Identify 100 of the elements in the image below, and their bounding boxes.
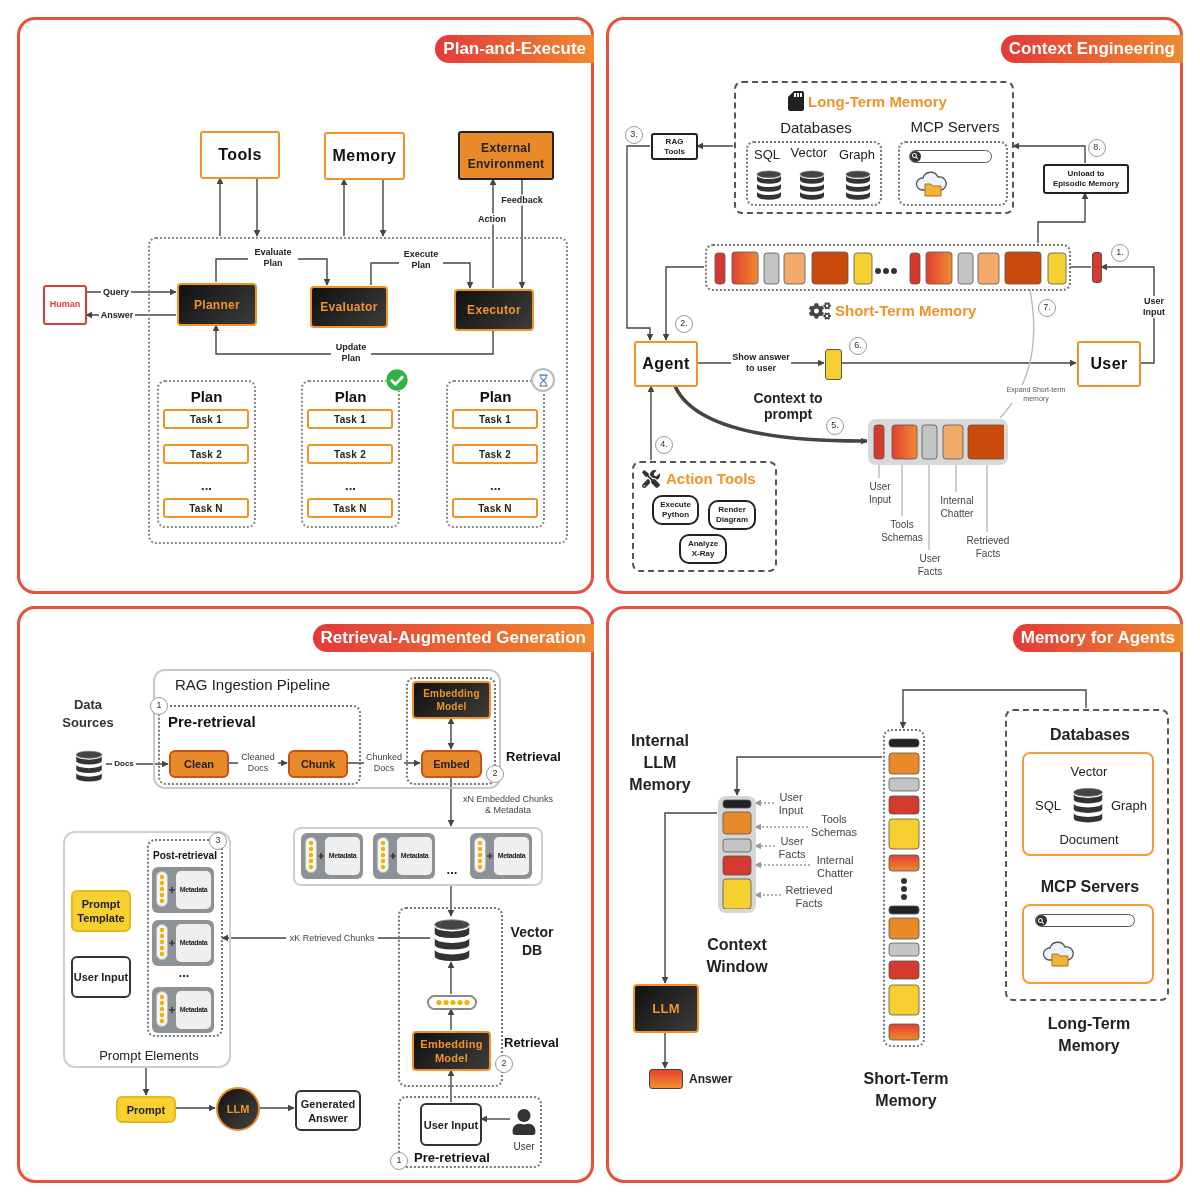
arrow xyxy=(447,1069,455,1103)
callout-number: 1. xyxy=(1111,244,1129,262)
panel-frame xyxy=(17,17,594,594)
prompt-box: Prompt xyxy=(116,1096,176,1123)
dotted-frame xyxy=(147,839,223,1037)
person-icon xyxy=(511,1109,537,1135)
heading: Short-Term Memory xyxy=(862,1069,950,1111)
task-box: Task 2 xyxy=(452,444,538,464)
callout-number: 8. xyxy=(1088,139,1106,157)
arrow xyxy=(733,756,883,796)
annotation-text: Internal Chatter xyxy=(935,493,979,521)
task-box: Task N xyxy=(163,498,249,518)
plan-frame xyxy=(157,380,256,528)
actor-box: Human xyxy=(43,285,87,325)
heading: Action Tools xyxy=(666,469,757,489)
chunk-card xyxy=(152,867,214,913)
arrow xyxy=(626,145,654,341)
heading: Pre-retrieval xyxy=(414,1149,491,1167)
leader-line xyxy=(878,463,880,479)
ellipsis: ... xyxy=(445,864,459,876)
process-box: RAG Tools xyxy=(651,133,698,160)
arrow xyxy=(647,385,655,461)
task-box: Task 2 xyxy=(307,444,393,464)
input-box: User Input xyxy=(71,956,131,998)
annotation-text: User Facts xyxy=(776,834,808,862)
annotation-text: Retrieved Facts xyxy=(961,533,1015,561)
agent-box: LLM xyxy=(633,984,699,1033)
step-box: Chunk xyxy=(288,750,348,778)
step-box: Clean xyxy=(169,750,229,778)
process-box: Memory xyxy=(324,132,405,180)
annotation-text: User Input xyxy=(775,789,807,819)
annotation-text: Internal Chatter xyxy=(811,852,859,882)
callout-number: 1 xyxy=(150,697,168,715)
panel-title: Context Engineering xyxy=(1000,35,1183,63)
callout-number: 4. xyxy=(655,436,673,454)
memory-block xyxy=(1092,252,1102,283)
ellipsis: ... xyxy=(344,480,357,492)
arrow xyxy=(379,178,387,237)
heading: Plan xyxy=(189,387,224,407)
arrow xyxy=(216,177,224,237)
leader-line xyxy=(955,463,957,493)
database-icon xyxy=(431,917,473,963)
heading: Prompt Elements xyxy=(98,1047,200,1065)
leader-line xyxy=(754,799,775,807)
chunk-band xyxy=(293,827,543,886)
heading: Databases xyxy=(779,118,853,138)
panel-frame xyxy=(17,606,594,1183)
ellipsis: ... xyxy=(200,480,213,492)
task-box: Task N xyxy=(452,498,538,518)
process-box: Agent xyxy=(634,341,698,387)
heading: MCP Servers xyxy=(909,117,1001,137)
agent-box: Evaluator xyxy=(310,286,388,328)
task-box: Task 1 xyxy=(452,409,538,429)
edge-label: Query xyxy=(101,286,131,298)
leader-line xyxy=(754,861,811,869)
dotted-frame xyxy=(398,1096,542,1168)
leader-line xyxy=(754,823,809,831)
heading: Short-Term Memory xyxy=(835,301,978,321)
callout-number: 2 xyxy=(495,1055,513,1073)
environment-box: External Environment xyxy=(458,131,554,180)
process-box: User xyxy=(1077,341,1141,387)
arrow xyxy=(253,177,261,237)
process-box: Unload to Episodic Memory xyxy=(1043,164,1129,194)
callout-number: 3. xyxy=(625,126,643,144)
callout-number: 2. xyxy=(675,315,693,333)
db-type-label: Vector xyxy=(789,144,829,162)
arrow xyxy=(518,178,526,289)
arrow xyxy=(480,1115,511,1123)
annotation-text: Tools Schemas xyxy=(809,811,859,841)
agent-box: Embedding Model xyxy=(412,1031,491,1071)
panel-title: Retrieval-Augmented Generation xyxy=(312,624,594,652)
edge-label: Update Plan xyxy=(331,342,371,364)
input-box: Generated Answer xyxy=(295,1090,361,1131)
panel-frame xyxy=(606,606,1183,1183)
leader-line xyxy=(901,463,903,517)
arrow xyxy=(840,359,1077,367)
panel-title: Plan-and-Execute xyxy=(435,35,594,63)
tool-box: Execute Python xyxy=(652,495,699,525)
arrow xyxy=(212,324,494,355)
heading: Long-Term Memory xyxy=(808,92,948,112)
arrow xyxy=(447,717,455,750)
db-type-label: Document xyxy=(1058,831,1120,849)
db-type-label: Graph xyxy=(837,146,877,164)
heading: MCP Servers xyxy=(1039,877,1141,897)
arrow xyxy=(661,812,718,984)
heading: Context Window xyxy=(705,935,769,977)
edge-label: Feedback xyxy=(498,194,546,206)
callout-number: 3 xyxy=(209,832,227,850)
heading: Post-retrieval xyxy=(152,849,218,863)
heading: Data Sources xyxy=(61,696,115,732)
arrow xyxy=(447,884,455,917)
heading: Plan xyxy=(333,387,368,407)
arrow xyxy=(447,776,455,827)
heading: Retrieval xyxy=(504,1034,560,1052)
leader-line xyxy=(986,463,988,533)
arrow xyxy=(447,961,455,995)
arrow xyxy=(142,1066,150,1096)
edge-label: Docs xyxy=(112,759,136,769)
arrow xyxy=(673,385,868,445)
callout-number: 5. xyxy=(826,417,844,435)
